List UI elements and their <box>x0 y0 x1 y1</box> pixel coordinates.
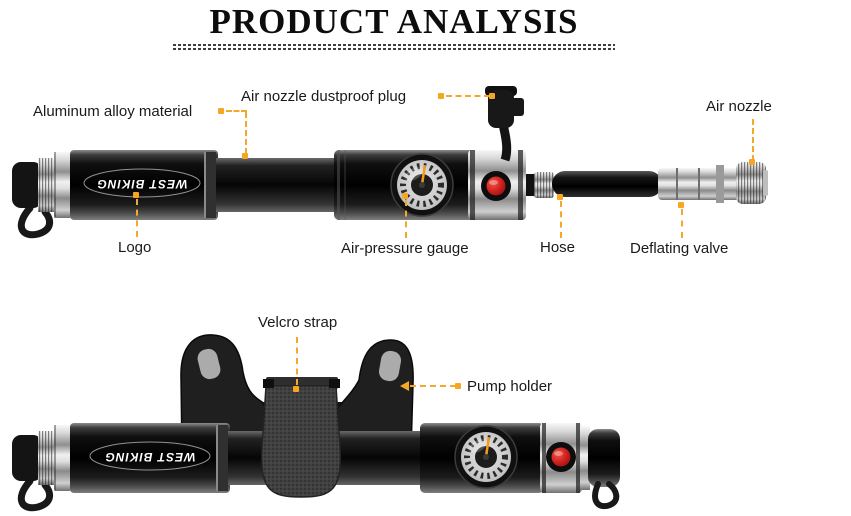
leader-dot <box>438 93 444 99</box>
leader-dot <box>293 386 299 392</box>
leader-dot <box>242 153 248 159</box>
leader-dot <box>749 159 755 165</box>
leader-dot <box>489 93 495 99</box>
pump-nozzle-cap <box>580 426 620 510</box>
air-pressure-gauge <box>391 154 453 216</box>
label-pump-holder: Pump holder <box>467 378 553 395</box>
leader-line <box>410 385 456 387</box>
label-air-nozzle-dustproof-plug: Air nozzle dustproof plug <box>241 88 407 105</box>
hose-fitting <box>534 172 554 198</box>
leader-line <box>681 209 683 238</box>
air-pressure-gauge <box>455 426 517 488</box>
label-air-nozzle: Air nozzle <box>706 98 772 115</box>
leader-line <box>245 112 247 154</box>
leader-dot <box>218 108 224 114</box>
label-velcro-strap: Velcro strap <box>258 314 338 331</box>
pump-end-cap <box>12 152 72 235</box>
air-nozzle <box>736 162 768 204</box>
deflate-button <box>481 171 511 201</box>
leader-line <box>446 95 490 97</box>
pump-end-cap <box>12 425 72 508</box>
pump-inner-barrel <box>216 158 336 212</box>
leader-line <box>560 201 562 238</box>
air-nozzle-dustproof-plug <box>485 86 524 162</box>
deflating-valve <box>658 165 742 203</box>
label-aluminum-alloy-material: Aluminum alloy material <box>33 103 193 120</box>
title-block: PRODUCT ANALYSIS <box>168 2 620 50</box>
hose <box>552 171 662 197</box>
leader-dot <box>402 193 408 199</box>
page-title: PRODUCT ANALYSIS <box>209 2 579 41</box>
leader-dot <box>678 202 684 208</box>
hose-connector <box>526 174 536 196</box>
leader-line <box>226 110 247 112</box>
leader-line <box>296 337 298 385</box>
leader-line <box>405 200 407 238</box>
brand-logo-text: WEST BIKING <box>97 177 188 191</box>
leader-line <box>136 199 138 237</box>
pump-image-bottom: WEST BIKING <box>12 334 620 510</box>
label-deflating-valve: Deflating valve <box>630 240 729 257</box>
velcro-strap <box>261 377 341 498</box>
label-air-pressure-gauge: Air-pressure gauge <box>341 240 469 257</box>
deflate-button <box>546 442 576 472</box>
pump-outer-barrel: WEST BIKING <box>70 423 230 493</box>
leader-line <box>752 119 754 161</box>
title-underline <box>173 44 615 50</box>
label-hose: Hose <box>540 239 576 256</box>
bracket-mount-hole-right <box>378 350 402 382</box>
label-logo: Logo <box>118 239 152 256</box>
leader-arrow <box>400 381 409 391</box>
leader-dot <box>455 383 461 389</box>
brand-logo-text: WEST BIKING <box>105 450 196 464</box>
leader-dot <box>133 192 139 198</box>
pump-outer-barrel: WEST BIKING <box>70 150 218 220</box>
bracket-mount-hole-left <box>197 348 221 380</box>
pump-image-top: WEST BIKING <box>12 86 768 235</box>
leader-dot <box>557 194 563 200</box>
